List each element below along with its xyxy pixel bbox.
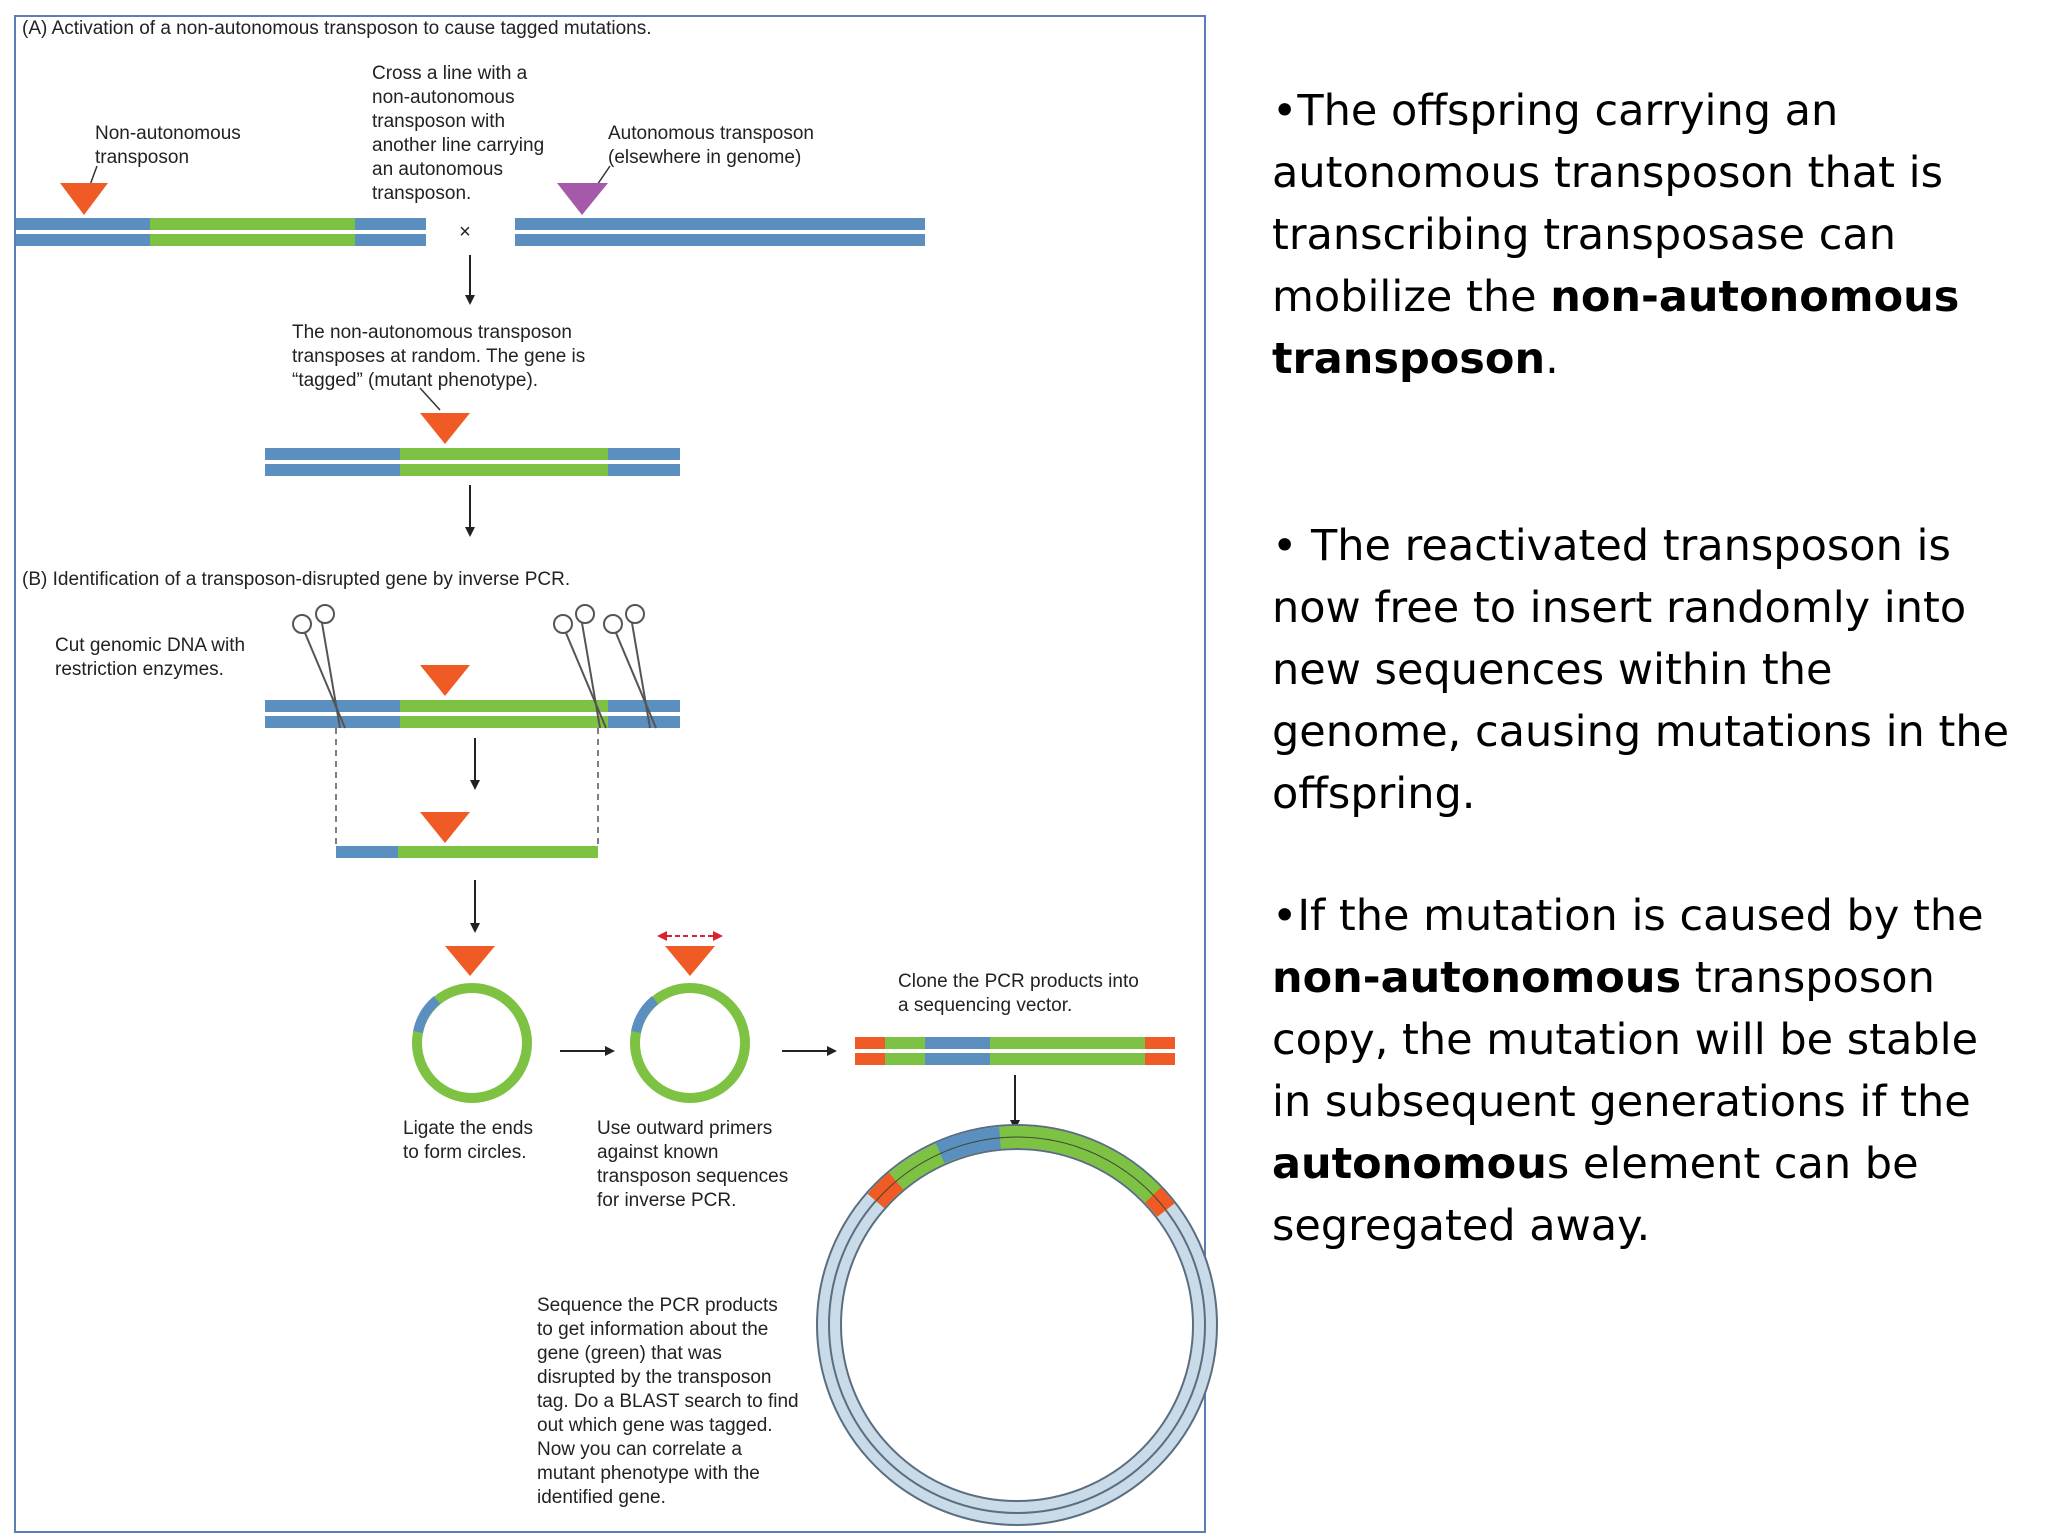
transposon-triangle [420,665,470,696]
pcr-circle [630,983,750,1103]
transposes-label: The non-autonomous transposon transposes… [292,322,591,391]
scissors-icon [292,604,346,729]
transposon-triangle [420,413,470,444]
tagged-chromosome [265,448,680,476]
figure-frame [14,15,1206,1533]
panel-a-title: (A) Activation of a non-autonomous trans… [22,18,652,39]
pcr-product [855,1037,1175,1065]
sequence-label: Sequence the PCR products to get informa… [537,1295,804,1508]
bullet-3: •If the mutation is caused by the non-au… [1272,891,1984,1251]
scissors-icon [603,604,657,729]
bullet-2: • The reactivated transposon is now free… [1272,521,2010,819]
autonomous-label: Autonomous transposon (elsewhere in geno… [608,123,819,168]
chromosome-non-autonomous [16,218,426,246]
pointer-line [89,165,98,186]
panel-b-title: (B) Identification of a transposon-disru… [22,569,570,590]
sequencing-vector [816,1124,1218,1526]
restriction-fragment [336,846,598,858]
autonomous-transposon-triangle [557,183,608,215]
transposon-triangle [445,946,495,976]
bullet-1: •The offspring carrying an autonomous tr… [1272,86,1960,384]
chromosome-autonomous [515,218,925,246]
clone-label: Clone the PCR products into a sequencing… [898,971,1144,1016]
pointer-line [419,387,441,411]
ligate-label: Ligate the ends to form circles. [403,1118,538,1163]
scissors-icon [553,604,607,729]
primers-label: Use outward primers against known transp… [597,1118,793,1211]
non-autonomous-transposon-triangle [60,183,108,215]
transposon-triangle [420,812,470,843]
transposon-triangle [665,946,715,976]
non-autonomous-label: Non-autonomous transposon [95,123,246,168]
cross-symbol: × [459,221,471,243]
cut-label: Cut genomic DNA with restriction enzymes… [55,635,250,680]
cross-label: Cross a line with a non-autonomous trans… [372,63,549,204]
genomic-dna-cut [265,700,680,728]
ligated-circle [412,983,532,1103]
